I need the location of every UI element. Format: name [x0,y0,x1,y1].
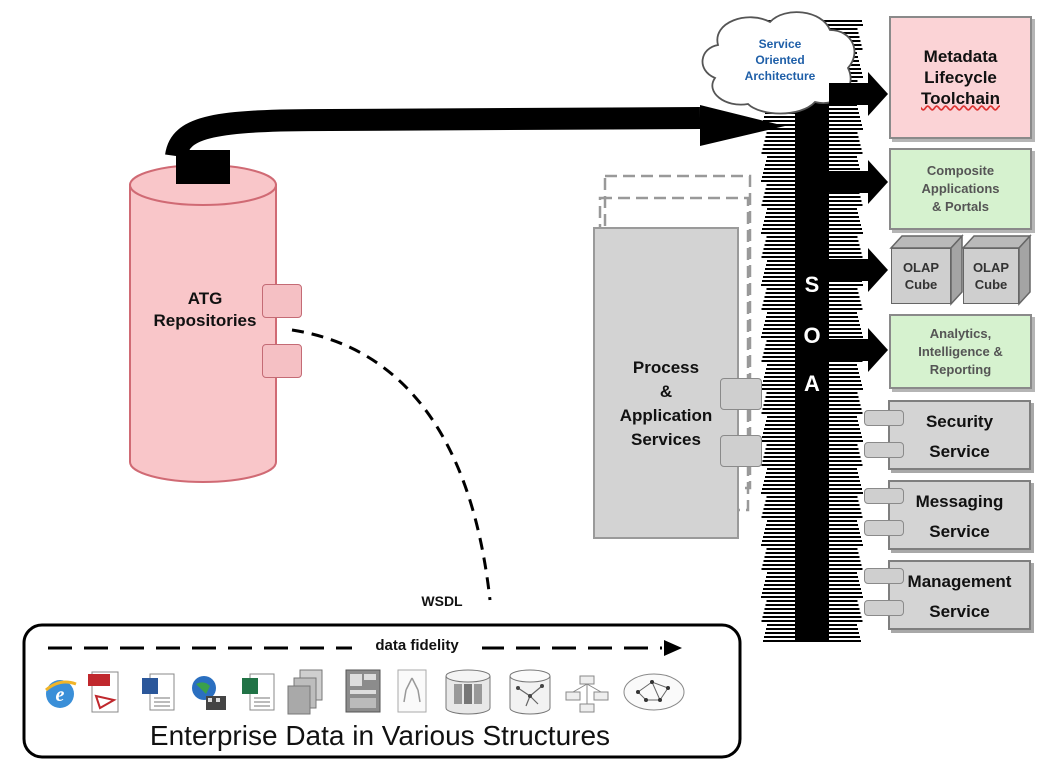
process-label-line-1: Process [632,358,700,377]
security-service-line-2: Service [929,442,990,461]
olap-cube-faces [889,234,1032,306]
composite-line-2: Applications [921,181,1000,196]
form-layout-icon [345,669,381,713]
soa-bus-core [795,35,829,640]
wsdl-label: WSDL [421,593,463,609]
hierarchy-icon [565,675,609,713]
process-port-bottom [720,435,762,467]
composite-applications-box: Composite Applications & Portals [889,148,1032,230]
analytics-line-3: Reporting [929,361,992,377]
process-label: Process & Application Services [596,356,736,452]
soa-letter-o: O [803,323,821,348]
process-label-line-3: Application [619,406,713,425]
bus-output-arrows [829,72,888,372]
tree-doc-icon [397,669,427,713]
management-service-box: Management Service [888,560,1031,630]
security-service-box: Security Service [888,400,1031,470]
management-service-line-1: Management [907,572,1012,591]
repository-label-line-1: ATG [187,289,223,308]
olap-cube-1-line-2: Cube [904,277,938,292]
metadata-toolchain-box: Metadata Lifecycle Toolchain [889,16,1032,139]
soa-letter-a: A [804,371,820,396]
olap-cube-2-line-2: Cube [974,277,1008,292]
enterprise-icon-row: e [40,668,720,716]
cloud-label-line-2: Oriented [755,53,805,67]
process-label-line-4: Services [631,430,701,449]
data-fidelity-label: data fidelity [352,637,482,654]
word-doc-icon [142,673,175,711]
soa-letter-s: S [804,272,820,297]
repository-port-bottom [262,344,302,378]
messaging-port-bottom [864,520,904,536]
security-service-line-1: Security [925,412,994,431]
stacked-docs-icon [287,669,323,715]
analytics-line-1: Analytics, [929,325,992,341]
analytics-line-2: Intelligence & [918,343,1003,359]
repository-label-line-2: Repositories [153,311,257,330]
cloud-label-line-1: Service [758,37,802,51]
process-box-stack [593,174,752,539]
analytics-box: Analytics, Intelligence & Reporting [889,314,1032,389]
network-cylinder-icon [509,669,551,715]
database-cylinder-icon [445,669,491,715]
composite-line-1: Composite [926,163,995,178]
metadata-line-2: Lifecycle [924,68,997,87]
data-fidelity-arrow-head [664,640,682,656]
olap-cube-2: OLAP Cube [963,248,1019,304]
olap-cube-1-line-1: OLAP [902,260,940,275]
messaging-service-line-2: Service [929,522,990,541]
repository-label: ATG Repositories [140,288,270,332]
process-label-line-2: & [659,382,673,401]
management-service-line-2: Service [929,602,990,621]
wsdl-dashed-connector [291,328,492,601]
messaging-service-line-1: Messaging [915,492,1004,511]
management-port-bottom [864,600,904,616]
enterprise-data-container [22,623,742,759]
security-port-top [864,410,904,426]
globe-video-icon [192,676,226,710]
cloud-label: Service Oriented Architecture [710,36,850,84]
excel-doc-icon [242,673,275,711]
management-port-top [864,568,904,584]
ie-icon: e [45,680,77,708]
security-port-bottom [864,442,904,458]
repository-to-soa-arrow [165,105,785,184]
olap-cube-2-line-1: OLAP [972,260,1010,275]
messaging-port-top [864,488,904,504]
process-port-top [720,378,762,410]
olap-cube-1: OLAP Cube [891,248,951,304]
pdf-icon [88,671,119,713]
metadata-line-3: Toolchain [920,89,1000,108]
cloud-label-line-3: Architecture [744,69,816,83]
messaging-service-box: Messaging Service [888,480,1031,550]
metadata-line-1: Metadata [923,47,998,66]
enterprise-title: Enterprise Data in Various Structures [149,720,611,751]
composite-line-3: & Portals [931,199,990,214]
graph-ellipse-icon [623,673,685,711]
svg-text:e: e [56,684,65,706]
repository-port-top [262,284,302,318]
